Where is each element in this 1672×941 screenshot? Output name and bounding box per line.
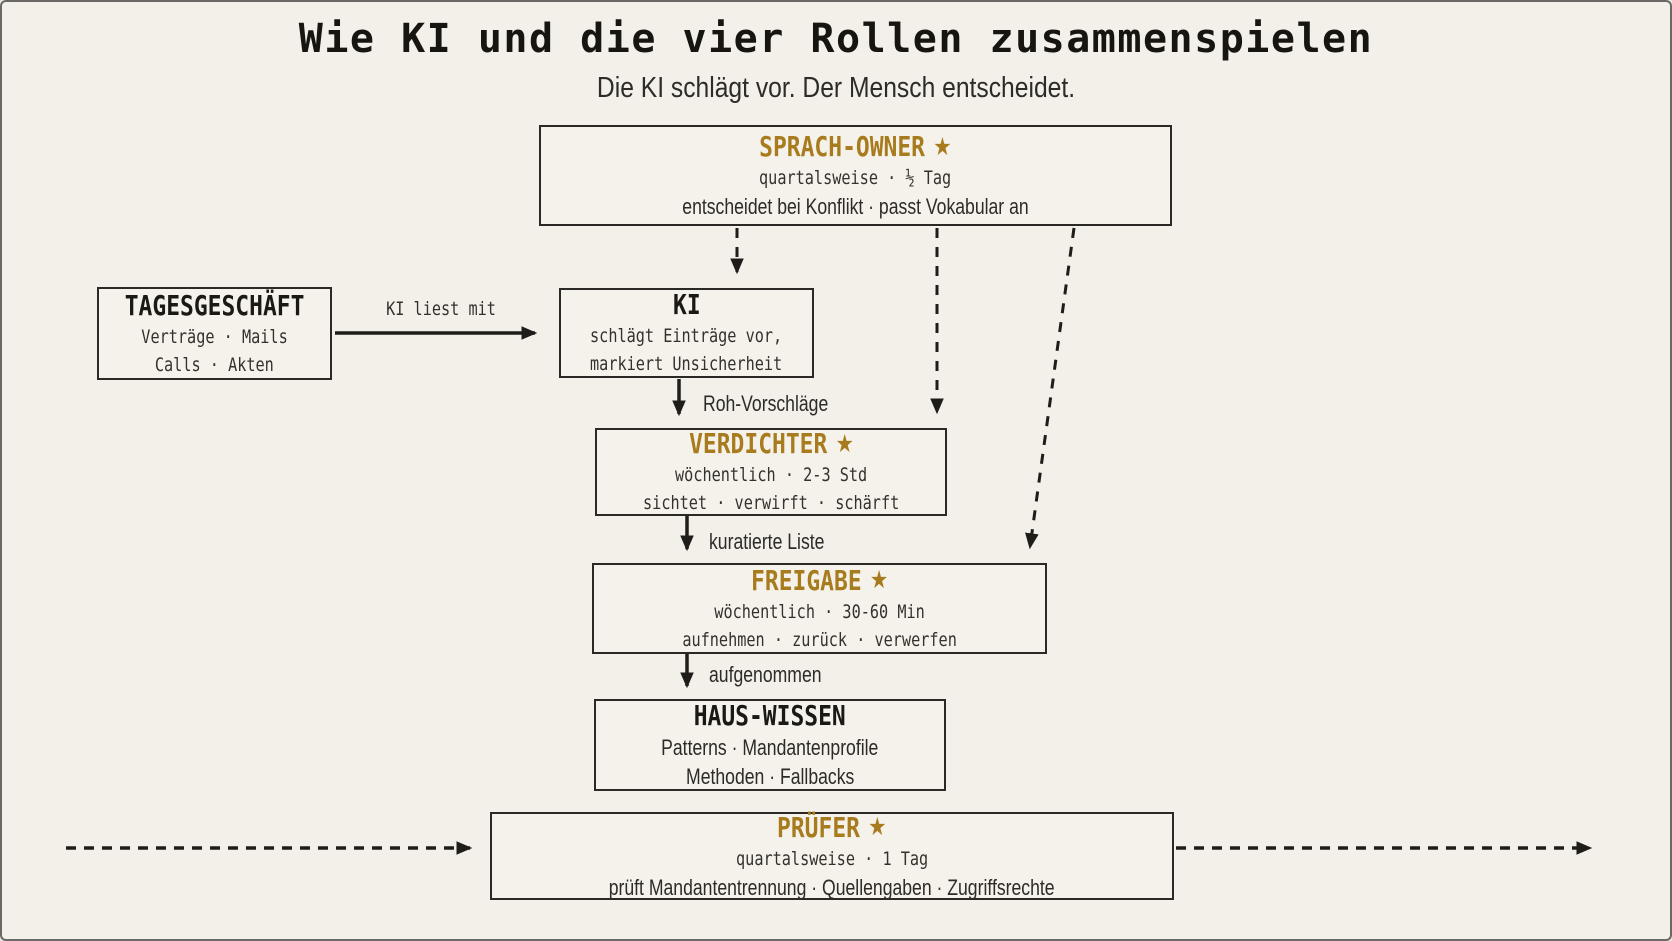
node-tagesgeschaeft-line1: Verträge · Mails [141,325,288,348]
node-pruefer-line1: quartalsweise · 1 Tag [735,847,929,870]
node-haus-wissen-line2: Methoden · Fallbacks [685,764,855,789]
node-verdichter-line1: wöchentlich · 2-3 Std [674,464,868,486]
node-pruefer: PRÜFER ★ quartalsweise · 1 Tag prüft Man… [490,810,1174,900]
node-title-text: FREIGABE [750,563,862,597]
star-icon: ★ [933,131,952,161]
node-verdichter-title: VERDICHTER ★ [689,428,854,460]
node-sprach-owner-line1: quartalsweise · ½ Tag [759,167,952,189]
node-freigabe-title: FREIGABE ★ [750,563,889,597]
star-icon: ★ [868,812,887,841]
node-tagesgeschaeft: TAGESGESCHÄFT Verträge · Mails Calls · A… [97,287,332,380]
node-sprach-owner-line2: entscheidet bei Konflikt · passt Vokabul… [682,194,1029,219]
node-freigabe-line2: aufnehmen · zurück · verwerfen [682,628,957,651]
star-icon: ★ [835,428,854,458]
node-title-text: HAUS-WISSEN [693,699,847,732]
node-title-text: SPRACH-OWNER [759,130,926,163]
node-ki-line1: schlägt Einträge vor, [590,325,783,347]
node-freigabe-line1: wöchentlich · 30-60 Min [714,600,925,623]
edge-label-roh-vorschlaege: Roh-Vorschläge [703,391,829,416]
node-haus-wissen: HAUS-WISSEN Patterns · Mandantenprofile … [594,699,946,791]
node-verdichter: VERDICHTER ★ wöchentlich · 2-3 Std sicht… [595,428,947,516]
node-ki-line2: markiert Unsicherheit [590,353,783,375]
node-pruefer-line2: prüft Mandantentrennung · Quellengaben ·… [609,874,1055,900]
node-haus-wissen-title: HAUS-WISSEN [694,700,846,732]
node-freigabe: FREIGABE ★ wöchentlich · 30-60 Min aufne… [592,563,1047,654]
node-pruefer-title: PRÜFER ★ [777,810,887,844]
node-title-text: PRÜFER [777,810,861,844]
node-tagesgeschaeft-line2: Calls · Akten [155,353,274,376]
node-sprach-owner-title: SPRACH-OWNER ★ [759,131,951,163]
node-ki: KI schlägt Einträge vor, markiert Unsich… [559,288,814,378]
node-haus-wissen-line1: Patterns · Mandantenprofile [661,735,879,760]
page-title: Wie KI und die vier Rollen zusammenspiel… [298,16,1374,62]
node-sprach-owner: SPRACH-OWNER ★ quartalsweise · ½ Tag ent… [539,125,1172,226]
node-verdichter-line2: sichtet · verwirft · schärft [642,492,900,514]
node-ki-title: KI [673,289,701,321]
node-title-text: KI [672,288,701,321]
edge-sprachowner-freigabe-dashed [1025,227,1076,550]
page-subtitle: Die KI schlägt vor. Der Mensch entscheid… [596,72,1076,104]
node-title-text: TAGESGESCHÄFT [124,288,305,322]
edge-label-aufgenommen: aufgenommen [709,662,822,687]
node-title-text: VERDICHTER [688,427,827,460]
node-tagesgeschaeft-title: TAGESGESCHÄFT [124,288,305,322]
edge-label-kuratierte-liste: kuratierte Liste [709,529,825,554]
edge-label-ki-liest-mit: KI liest mit [386,298,496,320]
star-icon: ★ [869,565,889,594]
